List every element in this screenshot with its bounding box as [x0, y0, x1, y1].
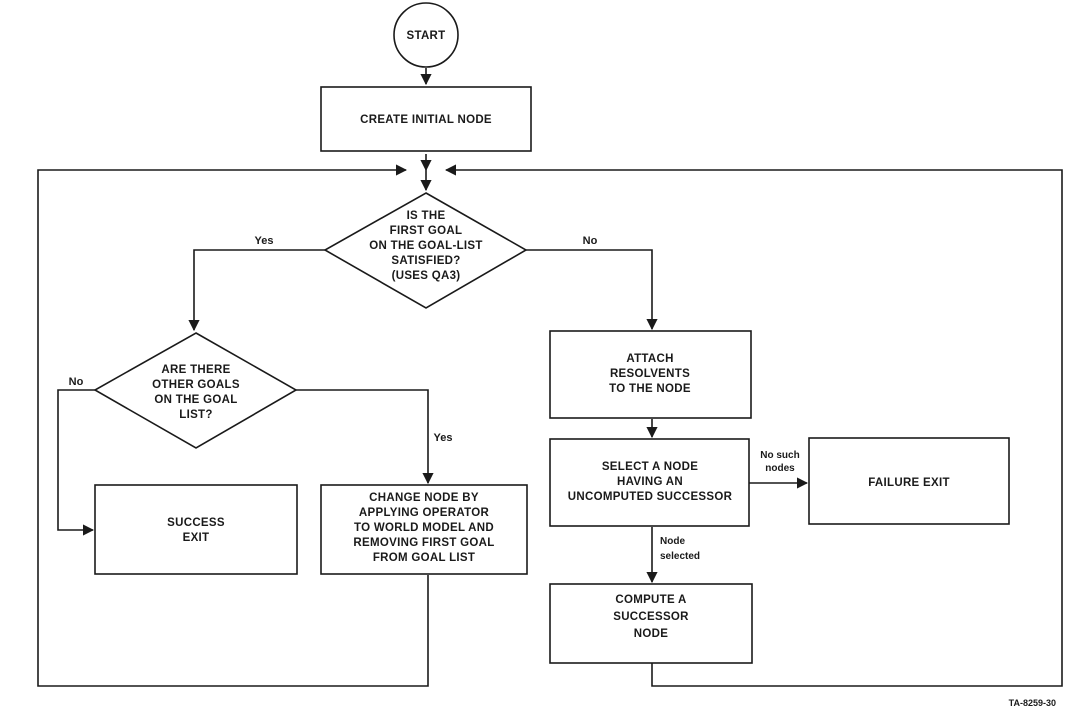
figure-id: TA-8259-30	[1009, 698, 1056, 708]
arrow-other-goals-yes	[296, 389, 434, 485]
compute-successor-line: SUCCESSOR	[613, 611, 689, 623]
change-node-line: FROM GOAL LIST	[373, 552, 475, 564]
select-node-box: SELECT A NODE HAVING AN UNCOMPUTED SUCCE…	[549, 438, 750, 527]
change-node-line: TO WORLD MODEL AND	[354, 522, 494, 534]
success-exit-line: SUCCESS	[167, 517, 225, 529]
edge-label-first-goal-no: No	[583, 235, 598, 247]
edge-label-other-goals-yes: Yes	[434, 432, 453, 444]
change-node-line: APPLYING OPERATOR	[359, 507, 490, 519]
attach-resolvents-line: TO THE NODE	[609, 383, 691, 395]
select-node-line: HAVING AN	[617, 476, 683, 488]
loop-left-return	[37, 164, 429, 687]
change-node-box: CHANGE NODE BY APPLYING OPERATOR TO WORL…	[320, 484, 528, 575]
attach-resolvents-line: ATTACH	[626, 353, 673, 365]
decision-first-goal-line: FIRST GOAL	[390, 225, 463, 237]
arrow-other-goals-no	[57, 389, 95, 536]
attach-resolvents-line: RESOLVENTS	[610, 368, 690, 380]
change-node-line: CHANGE NODE BY	[369, 492, 479, 504]
edge-label-no-such-nodes: nodes	[765, 463, 795, 474]
loop-right-return	[444, 164, 1063, 687]
edge-label-node-selected: Node	[660, 536, 685, 547]
start-node: START	[393, 2, 459, 68]
select-node-line: SELECT A NODE	[602, 461, 698, 473]
decision-first-goal-line: ON THE GOAL-LIST	[369, 240, 482, 252]
edge-label-first-goal-yes: Yes	[255, 235, 274, 247]
attach-resolvents-box: ATTACH RESOLVENTS TO THE NODE	[549, 330, 752, 419]
edge-label-no-such-nodes: No such	[760, 450, 799, 461]
decision-other-goals-line: LIST?	[179, 409, 212, 421]
decision-first-goal: IS THE FIRST GOAL ON THE GOAL-LIST SATIS…	[323, 192, 528, 309]
decision-first-goal-line: IS THE	[407, 210, 446, 222]
decision-other-goals: ARE THERE OTHER GOALS ON THE GOAL LIST?	[93, 332, 298, 449]
failure-exit-label: FAILURE EXIT	[868, 477, 950, 489]
create-initial-node-label: CREATE INITIAL NODE	[360, 114, 492, 126]
connectors	[37, 68, 1063, 687]
decision-first-goal-line: SATISFIED?	[391, 255, 460, 267]
success-exit-line: EXIT	[183, 532, 210, 544]
decision-first-goal-line: (USES QA3)	[392, 270, 461, 282]
edge-label-node-selected: selected	[660, 551, 700, 562]
edge-label-other-goals-no: No	[69, 376, 84, 388]
decision-other-goals-line: OTHER GOALS	[152, 379, 240, 391]
change-node-line: REMOVING FIRST GOAL	[353, 537, 494, 549]
decision-other-goals-line: ARE THERE	[161, 364, 230, 376]
compute-successor-line: COMPUTE A	[615, 594, 686, 606]
success-exit-box: SUCCESS EXIT	[94, 484, 298, 575]
compute-successor-line: NODE	[634, 628, 668, 640]
select-node-line: UNCOMPUTED SUCCESSOR	[568, 491, 733, 503]
arrow-first-goal-no	[526, 249, 658, 331]
compute-successor-box: COMPUTE A SUCCESSOR NODE	[549, 583, 753, 664]
failure-exit-box: FAILURE EXIT	[808, 437, 1010, 525]
create-initial-node-box: CREATE INITIAL NODE	[320, 86, 532, 152]
decision-other-goals-line: ON THE GOAL	[154, 394, 237, 406]
start-label: START	[407, 30, 446, 42]
arrow-first-goal-yes	[188, 249, 325, 332]
